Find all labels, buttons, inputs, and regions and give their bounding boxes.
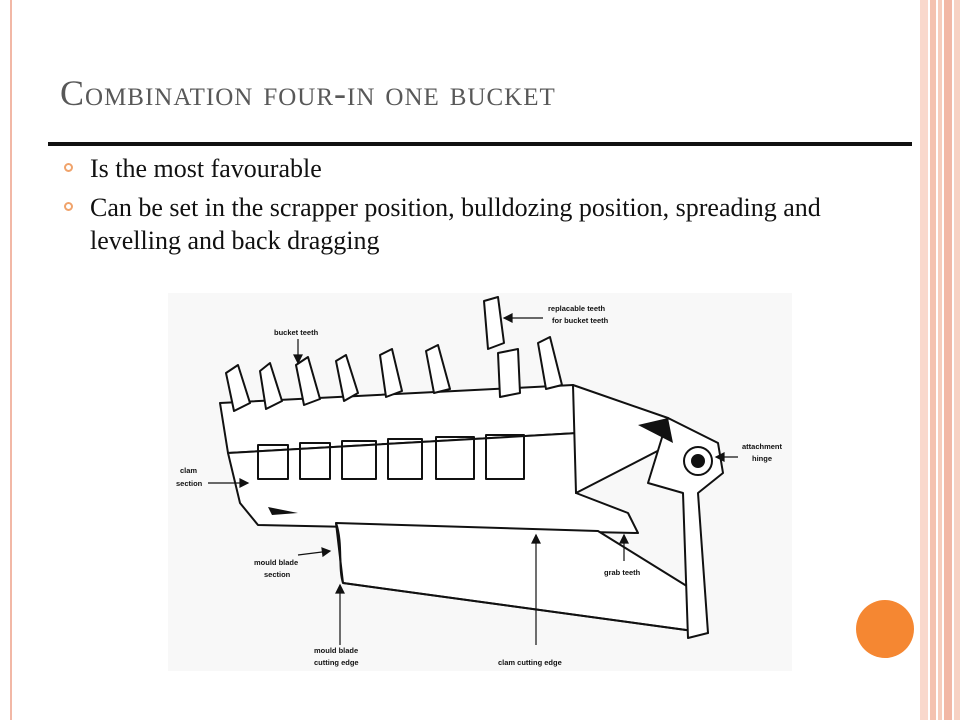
bucket-outline xyxy=(219,296,724,639)
right-decorative-stripes xyxy=(920,0,960,720)
bullet-ring-icon xyxy=(64,163,73,172)
label-hinge: hinge xyxy=(752,454,772,463)
label-mould-blade: mould blade xyxy=(314,646,358,655)
label-clam: clam xyxy=(180,466,197,475)
bullet-ring-icon xyxy=(64,202,73,211)
bullet-text: Can be set in the scrapper position, bul… xyxy=(90,193,821,255)
leader-arrows xyxy=(208,313,738,645)
bucket-diagram: replacable teeth for bucket teeth bucket… xyxy=(168,293,792,671)
label-clam-cutting-edge: clam cutting edge xyxy=(498,658,562,667)
label-replacable-teeth-2: for bucket teeth xyxy=(552,316,609,325)
label-mould-section: section xyxy=(264,570,291,579)
label-replacable-teeth: replacable teeth xyxy=(548,304,606,313)
bullet-item: Is the most favourable xyxy=(62,152,882,185)
title-underline xyxy=(48,142,912,146)
label-cutting-edge: cutting edge xyxy=(314,658,359,667)
label-mould-blade-section: mould blade xyxy=(254,558,298,567)
bullet-text: Is the most favourable xyxy=(90,154,322,183)
label-attachment: attachment xyxy=(742,442,783,451)
slide-title: Combination four-in one bucket xyxy=(60,73,556,113)
bucket-drawing: replacable teeth for bucket teeth bucket… xyxy=(176,296,783,667)
left-border-line xyxy=(10,0,12,720)
label-grab-teeth: grab teeth xyxy=(604,568,641,577)
decorative-orange-circle xyxy=(856,600,914,658)
label-clam-section: section xyxy=(176,479,203,488)
bullet-list: Is the most favourable Can be set in the… xyxy=(62,152,882,263)
shading xyxy=(268,418,673,515)
bullet-item: Can be set in the scrapper position, bul… xyxy=(62,191,882,257)
label-bucket-teeth: bucket teeth xyxy=(274,328,319,337)
